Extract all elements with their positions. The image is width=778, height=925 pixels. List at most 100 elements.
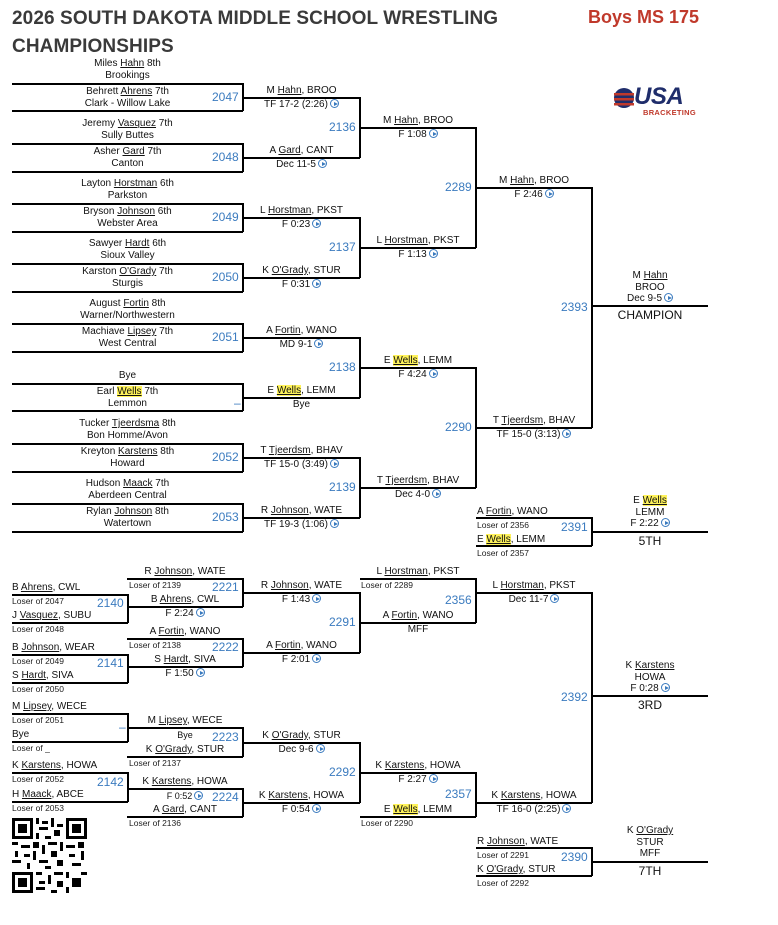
bout-number[interactable]: 2222 bbox=[212, 640, 239, 654]
bout-number[interactable]: 2137 bbox=[329, 240, 356, 254]
match-result: Bye bbox=[292, 399, 311, 410]
match-result[interactable]: TF 15-0 (3:49) bbox=[243, 459, 360, 471]
play-icon[interactable] bbox=[314, 339, 324, 348]
match-result: Bye bbox=[177, 730, 193, 740]
bout-number[interactable]: 2139 bbox=[329, 480, 356, 494]
match-result[interactable]: TF 15-0 (3:13) bbox=[476, 429, 592, 441]
match-result[interactable]: F 2:24 bbox=[127, 608, 243, 620]
match-winner: A Fortin, WANO bbox=[149, 626, 221, 637]
match-winner: R Johnson, WATE bbox=[260, 580, 343, 591]
match-result[interactable]: F 0:31 bbox=[243, 279, 360, 291]
bout-number[interactable]: 2224 bbox=[212, 790, 239, 804]
match-winner: S Hardt, SIVA bbox=[154, 654, 216, 665]
play-icon[interactable] bbox=[660, 683, 670, 692]
play-icon[interactable] bbox=[312, 804, 322, 813]
source-note: Loser of 2048 bbox=[12, 624, 64, 634]
play-icon[interactable] bbox=[195, 668, 205, 677]
bout-number[interactable]: 2140 bbox=[97, 596, 124, 610]
play-icon[interactable] bbox=[317, 159, 327, 168]
play-icon[interactable] bbox=[329, 99, 339, 108]
bout-number[interactable]: 2392 bbox=[561, 690, 588, 704]
source-note: Loser of 2053 bbox=[12, 803, 64, 813]
champion-result[interactable]: Dec 9-5 bbox=[592, 293, 708, 305]
match-result[interactable]: F 2:27 bbox=[360, 774, 476, 786]
play-icon[interactable] bbox=[428, 129, 438, 138]
match-result[interactable]: MD 9-1 bbox=[243, 339, 360, 351]
play-icon[interactable] bbox=[329, 459, 339, 468]
play-icon[interactable] bbox=[195, 608, 205, 617]
play-icon[interactable] bbox=[312, 594, 322, 603]
bout-number[interactable]: 2141 bbox=[97, 656, 124, 670]
play-icon[interactable] bbox=[315, 744, 325, 753]
bout-number[interactable]: 2050 bbox=[212, 270, 239, 284]
fifth-place-label: 5TH bbox=[638, 534, 662, 548]
match-result[interactable]: F 0:52 bbox=[127, 790, 243, 802]
match-result[interactable]: F 0:54 bbox=[243, 804, 360, 816]
bout-number[interactable]: 2290 bbox=[445, 420, 472, 434]
play-icon[interactable] bbox=[664, 293, 673, 302]
placer-result[interactable]: F 2:22 bbox=[592, 518, 708, 530]
play-icon[interactable] bbox=[428, 369, 438, 378]
bout-number[interactable]: 2357 bbox=[445, 787, 472, 801]
bout-number: – bbox=[234, 396, 241, 410]
bout-number[interactable]: 2390 bbox=[561, 850, 588, 864]
bout-number[interactable]: 2223 bbox=[212, 730, 239, 744]
match-result[interactable]: F 1:43 bbox=[243, 594, 360, 606]
play-icon[interactable] bbox=[312, 219, 322, 228]
play-icon[interactable] bbox=[428, 774, 438, 783]
match-winner: A Gard, CANT bbox=[269, 145, 334, 156]
match-winner: M Hahn, BROO bbox=[382, 115, 454, 126]
match-result[interactable]: F 4:24 bbox=[360, 369, 476, 381]
match-result[interactable]: TF 19-3 (1:06) bbox=[243, 519, 360, 531]
match-result[interactable]: F 2:01 bbox=[243, 654, 360, 666]
play-icon[interactable] bbox=[660, 518, 670, 527]
play-icon[interactable] bbox=[312, 279, 322, 288]
qr-code-icon[interactable] bbox=[12, 818, 87, 893]
bout-number[interactable]: 2356 bbox=[445, 593, 472, 607]
bout-number[interactable]: 2052 bbox=[212, 450, 239, 464]
play-icon[interactable] bbox=[312, 654, 322, 663]
play-icon[interactable] bbox=[562, 804, 572, 813]
bout-number[interactable]: 2053 bbox=[212, 510, 239, 524]
match-result[interactable]: TF 17-2 (2:26) bbox=[243, 99, 360, 111]
match-result[interactable]: Dec 9-6 bbox=[243, 744, 360, 756]
play-icon[interactable] bbox=[194, 791, 204, 800]
bout-number[interactable]: 2221 bbox=[212, 580, 239, 594]
bout-number[interactable]: 2291 bbox=[329, 615, 356, 629]
play-icon[interactable] bbox=[550, 594, 560, 603]
wrestler-entry: R Johnson, WATE bbox=[477, 836, 559, 847]
bout-number[interactable]: 2048 bbox=[212, 150, 239, 164]
play-icon[interactable] bbox=[544, 189, 554, 198]
bout-number[interactable]: 2138 bbox=[329, 360, 356, 374]
match-result[interactable]: Dec 11-7 bbox=[476, 594, 592, 606]
match-result[interactable]: F 1:50 bbox=[127, 668, 243, 680]
match-result[interactable]: F 0:23 bbox=[243, 219, 360, 231]
bout-number[interactable]: 2136 bbox=[329, 120, 356, 134]
bout-number[interactable]: 2142 bbox=[97, 775, 124, 789]
bout-number[interactable]: 2289 bbox=[445, 180, 472, 194]
play-icon[interactable] bbox=[329, 519, 339, 528]
match-result[interactable]: F 1:13 bbox=[360, 249, 476, 261]
bout-number[interactable]: 2393 bbox=[561, 300, 588, 314]
match-result[interactable]: F 1:08 bbox=[360, 129, 476, 141]
bout-number[interactable]: 2047 bbox=[212, 90, 239, 104]
source-note: Loser of _ bbox=[12, 743, 50, 753]
play-icon[interactable] bbox=[432, 489, 441, 498]
bout-number[interactable]: 2051 bbox=[212, 330, 239, 344]
bout-number[interactable]: 2391 bbox=[561, 520, 588, 534]
match-result[interactable]: Dec 4-0 bbox=[360, 489, 476, 501]
bout-number[interactable]: 2049 bbox=[212, 210, 239, 224]
match-result[interactable]: TF 16-0 (2:25) bbox=[476, 804, 592, 816]
match-result[interactable]: Dec 11-5 bbox=[243, 159, 360, 171]
play-icon[interactable] bbox=[428, 249, 438, 258]
play-icon[interactable] bbox=[562, 429, 572, 438]
match-result[interactable]: F 2:46 bbox=[476, 189, 592, 201]
placer-result[interactable]: F 0:28 bbox=[592, 683, 708, 695]
bout-number[interactable]: 2292 bbox=[329, 765, 356, 779]
match-winner: A Gard, CANT bbox=[153, 804, 217, 815]
